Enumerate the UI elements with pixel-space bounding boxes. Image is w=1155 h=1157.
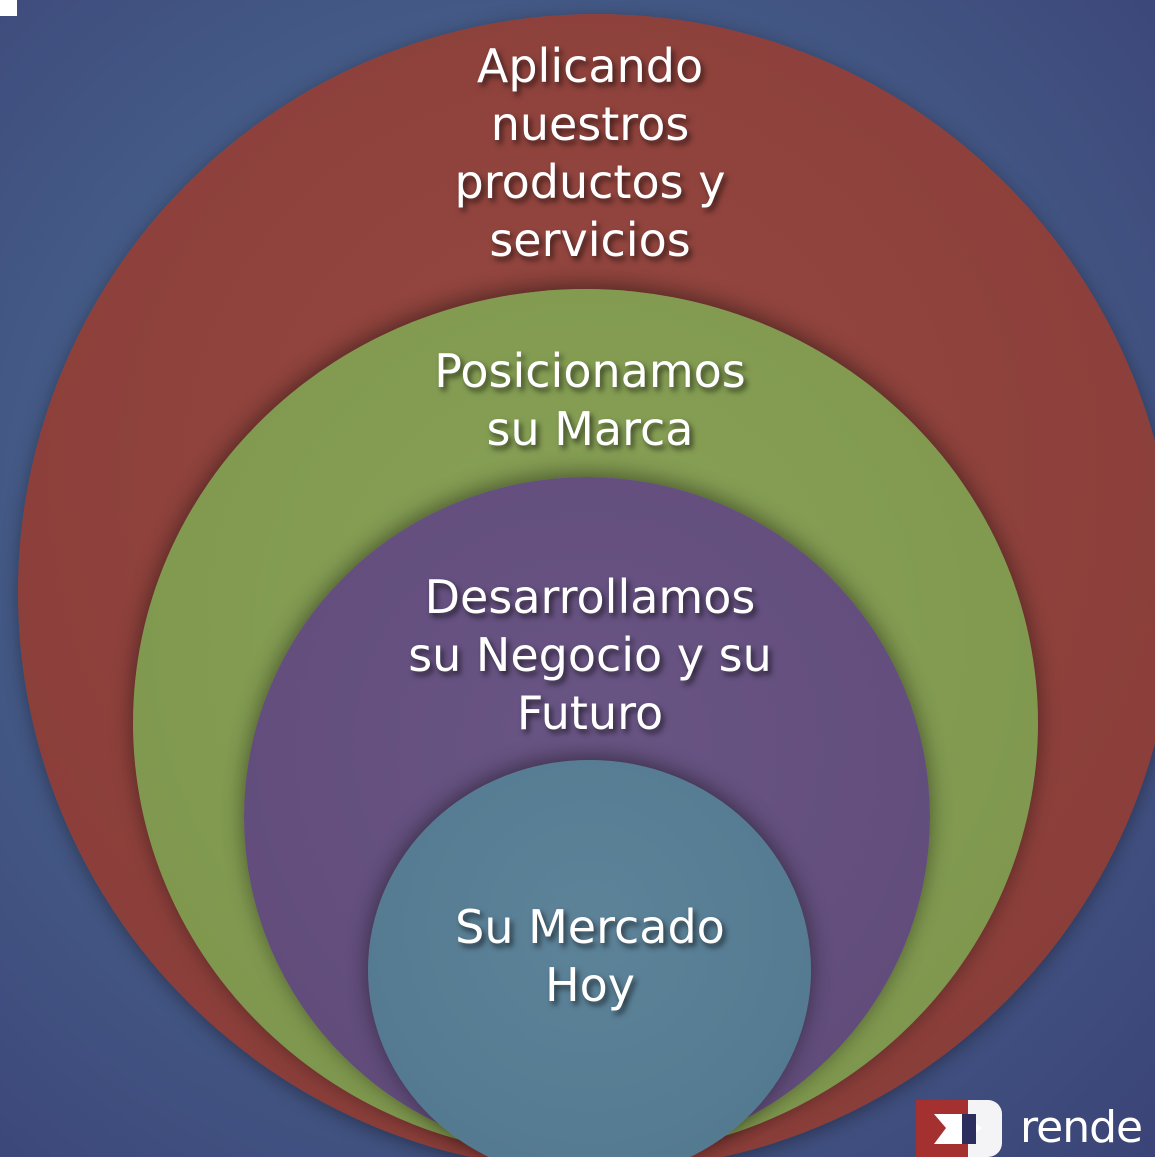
core-ring-label: Su Mercado Hoy (455, 900, 725, 1012)
brand-name: rende (1020, 1102, 1143, 1153)
corner-glyph-fragment (0, 0, 17, 16)
outer-ring-label: Aplicando nuestros productos y servicios (454, 39, 726, 267)
brand-logo: rende (916, 1100, 1155, 1157)
brand-mark-icon (916, 1100, 1002, 1157)
green-ring-label: Posicionamos su Marca (434, 344, 746, 456)
purple-ring-label: Desarrollamos su Negocio y su Futuro (408, 570, 772, 740)
blue-core-circle (368, 760, 811, 1157)
